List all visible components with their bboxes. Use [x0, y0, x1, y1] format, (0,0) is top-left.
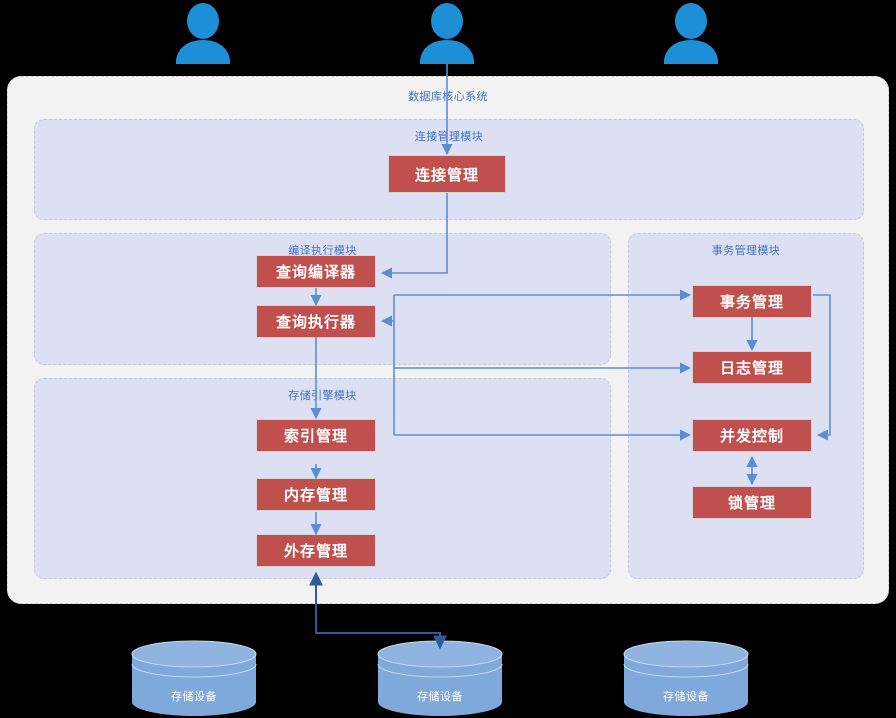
module-title-storage: 存储引擎模块 — [288, 390, 357, 402]
user-icon — [420, 3, 474, 64]
cylinder-icon — [377, 640, 503, 716]
storage-device-2: 存储设备 — [376, 640, 504, 716]
storage-device-label: 存储设备 — [171, 691, 217, 703]
module-compile-execution: 编译执行模块 — [34, 233, 611, 365]
component-lock-management[interactable]: 锁管理 — [692, 486, 812, 519]
component-log-management[interactable]: 日志管理 — [692, 351, 812, 384]
cylinder-icon — [623, 640, 749, 716]
component-query-compiler[interactable]: 查询编译器 — [256, 255, 376, 288]
component-memory-management[interactable]: 内存管理 — [256, 478, 376, 511]
module-title-transaction: 事务管理模块 — [711, 245, 781, 257]
system-title: 数据库核心系统 — [408, 91, 488, 103]
module-connection-management: 连接管理模块 — [34, 119, 864, 220]
storage-device-label: 存储设备 — [663, 691, 709, 703]
module-title-connection: 连接管理模块 — [414, 131, 484, 143]
module-title-compile: 编译执行模块 — [288, 245, 357, 257]
user-actor-center — [410, 2, 484, 68]
component-concurrency-control[interactable]: 并发控制 — [692, 419, 812, 452]
component-transaction-management[interactable]: 事务管理 — [692, 285, 812, 318]
storage-device-label: 存储设备 — [417, 691, 463, 703]
storage-device-1: 存储设备 — [130, 640, 258, 716]
user-actor-left — [166, 2, 240, 68]
cylinder-icon — [131, 640, 257, 716]
component-disk-management[interactable]: 外存管理 — [256, 534, 376, 567]
user-icon — [664, 3, 718, 64]
user-icon — [176, 3, 230, 64]
component-query-executor[interactable]: 查询执行器 — [256, 305, 376, 338]
component-index-management[interactable]: 索引管理 — [256, 419, 376, 452]
component-connection-management[interactable]: 连接管理 — [388, 155, 506, 193]
storage-device-3: 存储设备 — [622, 640, 750, 716]
user-actor-right — [654, 2, 728, 68]
